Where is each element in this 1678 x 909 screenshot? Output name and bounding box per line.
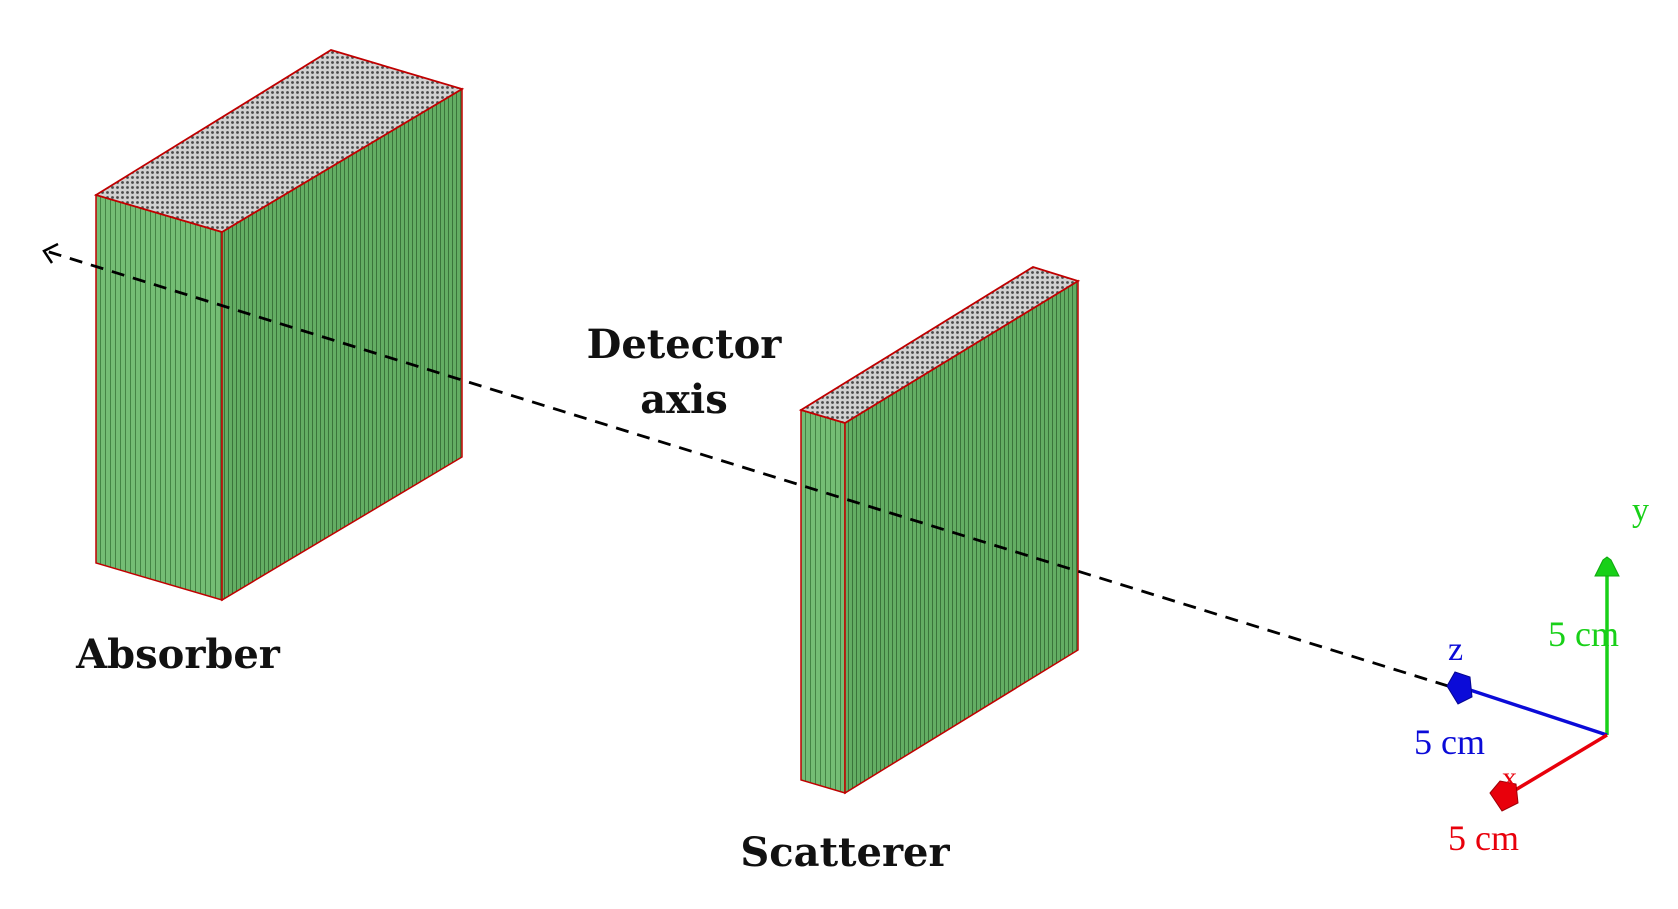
absorber-module (93, 49, 465, 602)
detector-axis-label-line1: Detector (587, 321, 783, 368)
x-axis-line (1511, 733, 1608, 794)
y-axis-scale: 5 cm (1548, 614, 1619, 654)
detector-axis-line (42, 242, 1449, 688)
x-axis-scale: 5 cm (1448, 818, 1519, 858)
y-axis-name: y (1632, 492, 1649, 529)
z-axis-name: z (1448, 631, 1463, 668)
z-axis-arrowhead (1446, 671, 1473, 705)
coordinate-axes: y 5 cm z 5 cm x 5 cm (1414, 492, 1649, 858)
y-axis-arrowhead (1594, 556, 1620, 577)
absorber-front-face (95, 193, 223, 602)
absorber-top-face (93, 49, 465, 233)
detector-axis-arrowhead (42, 242, 59, 264)
scatterer-top-face (798, 266, 1081, 424)
scatterer-side-face (844, 279, 1079, 795)
detector-axis-label-line2: axis (640, 376, 727, 423)
z-axis-scale: 5 cm (1414, 722, 1485, 762)
scatterer-front-face (800, 408, 846, 795)
absorber-label: Absorber (75, 631, 281, 678)
x-axis-arrowhead (1489, 780, 1519, 812)
z-axis-line (1463, 686, 1608, 737)
scatterer-label: Scatterer (740, 829, 950, 876)
x-axis-name: x (1502, 761, 1517, 794)
scatterer-module (798, 266, 1081, 795)
